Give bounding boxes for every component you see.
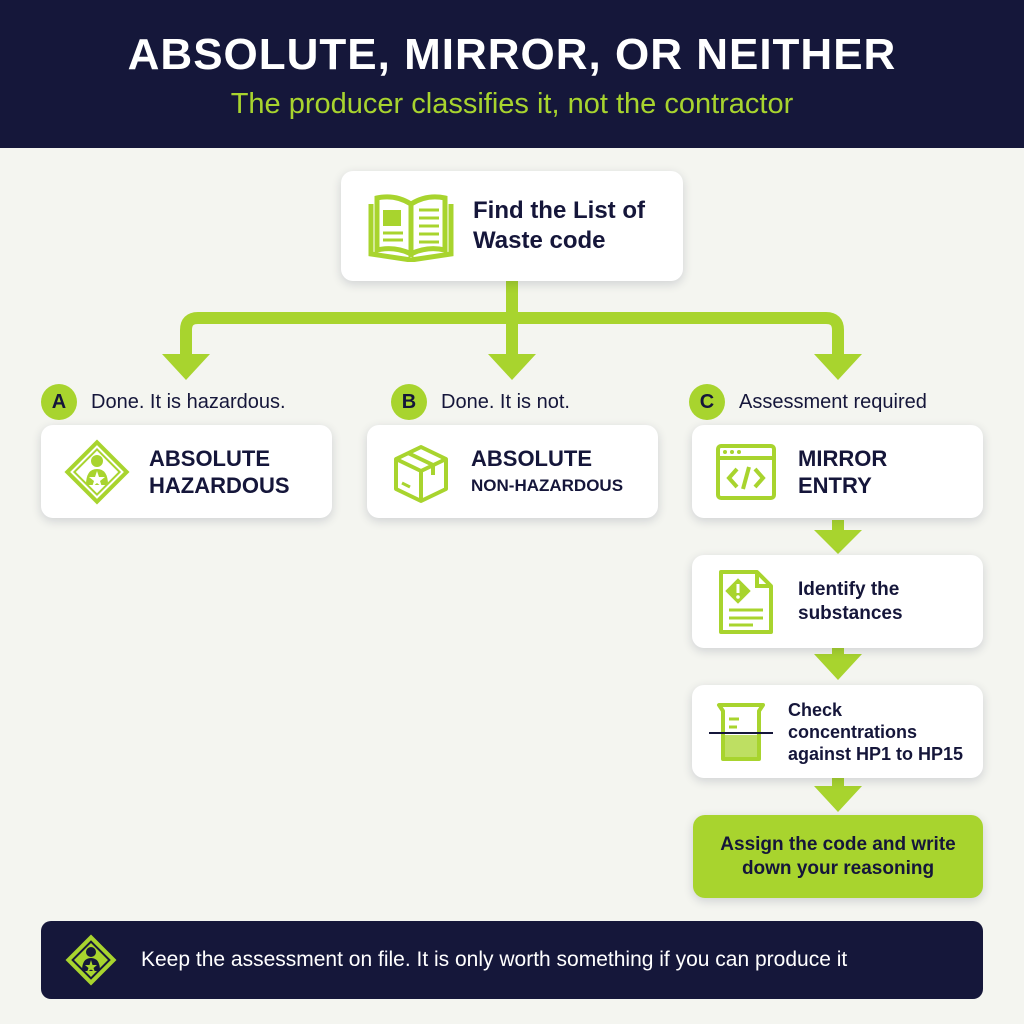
beaker-icon bbox=[706, 697, 776, 767]
step2-line2: concentrations bbox=[788, 721, 918, 742]
step2-line1: Check bbox=[788, 699, 843, 720]
page-subtitle: The producer classifies it, not the cont… bbox=[230, 88, 794, 120]
start-label-line1: Find the List of bbox=[473, 197, 645, 224]
card-b-line1: ABSOLUTE bbox=[471, 445, 592, 471]
card-a-line2: HAZARDOUS bbox=[149, 472, 290, 498]
assign-code-card: Assign the code and write down your reas… bbox=[693, 815, 983, 898]
step1-line1: Identify the bbox=[798, 578, 900, 600]
badge-c: C bbox=[689, 384, 725, 420]
arrow-to-step1 bbox=[814, 530, 862, 554]
footer-banner: Keep the assessment on file. It is only … bbox=[41, 921, 983, 999]
card-a-line1: ABSOLUTE bbox=[149, 445, 270, 471]
arrow-to-a bbox=[162, 354, 210, 380]
page-title: ABSOLUTE, MIRROR, OR NEITHER bbox=[127, 30, 897, 79]
arrow-to-c bbox=[814, 354, 862, 380]
absolute-non-hazardous-card: ABSOLUTE NON-HAZARDOUS bbox=[367, 425, 658, 518]
branch-label-a: A Done. It is hazardous. bbox=[41, 384, 286, 420]
step1-line2: substances bbox=[798, 602, 903, 624]
final-line1: Assign the code and write bbox=[720, 833, 956, 855]
branch-label-c: C Assessment required bbox=[689, 384, 927, 420]
arrow-to-b bbox=[488, 354, 536, 380]
open-book-icon bbox=[363, 186, 459, 266]
branch-label-b: B Done. It is not. bbox=[391, 384, 570, 420]
absolute-hazardous-card: ABSOLUTE HAZARDOUS bbox=[41, 425, 332, 518]
start-label-line2: Waste code bbox=[473, 227, 606, 254]
badge-a: A bbox=[41, 384, 77, 420]
footer-hazard-icon bbox=[61, 930, 121, 990]
final-line2: down your reasoning bbox=[741, 857, 935, 879]
card-b-line2: NON-HAZARDOUS bbox=[471, 475, 624, 495]
arrow-to-step2 bbox=[814, 654, 862, 680]
document-warning-icon bbox=[714, 567, 778, 637]
identify-substances-card: Identify the substances bbox=[692, 555, 983, 648]
branch-a-text: Done. It is hazardous. bbox=[91, 390, 286, 413]
step2-line3: against HP1 to HP15 bbox=[788, 743, 964, 764]
branch-b-text: Done. It is not. bbox=[441, 390, 570, 413]
header-banner: ABSOLUTE, MIRROR, OR NEITHER The produce… bbox=[0, 0, 1024, 148]
footer-text: Keep the assessment on file. It is only … bbox=[141, 948, 848, 971]
arrow-to-final bbox=[814, 786, 862, 812]
mirror-entry-card: MIRROR ENTRY bbox=[692, 425, 983, 518]
check-concentrations-card: Check concentrations against HP1 to HP15 bbox=[692, 685, 983, 778]
start-card: Find the List of Waste code bbox=[341, 171, 683, 281]
code-window-icon bbox=[714, 440, 778, 504]
hazard-diamond-icon bbox=[61, 436, 133, 508]
badge-b: B bbox=[391, 384, 427, 420]
box-icon bbox=[385, 436, 457, 508]
card-c-line2: ENTRY bbox=[798, 472, 872, 498]
branch-c-text: Assessment required bbox=[739, 390, 927, 413]
card-c-line1: MIRROR bbox=[798, 445, 888, 471]
